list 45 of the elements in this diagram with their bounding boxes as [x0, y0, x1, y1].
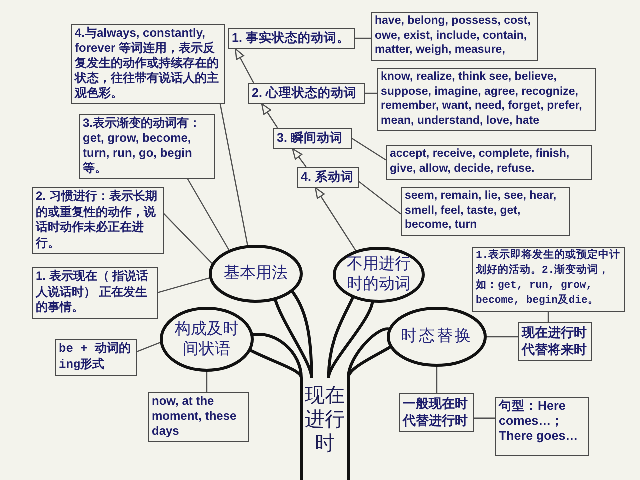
arrow	[235, 48, 254, 84]
topic-ellipse: 基本用法	[209, 245, 303, 303]
note-box: 2. 习惯进行：表示长期的或重复性的动作，说话时动作未必正在进行。	[32, 187, 164, 254]
note-box: 3.表示渐变的动词有：get, grow, become, turn, run, go, begin 等。	[79, 114, 215, 179]
note-box: accept, receive, complete, finish, give, allow, decide, refuse.	[386, 145, 592, 180]
connector-line	[164, 213, 214, 266]
connector-line	[365, 92, 377, 94]
topic-ellipse: 时态替换	[387, 307, 487, 367]
connector-line	[548, 312, 550, 322]
arrow	[261, 103, 278, 128]
connector-line	[474, 418, 495, 419]
arrow	[315, 187, 358, 252]
note-box: 句型：Here comes…；There goes…	[495, 397, 589, 456]
connector-line	[358, 181, 402, 215]
note-box: have, belong, possess, cost, owe, exist, include, contain, matter, weigh, measure,	[371, 12, 538, 60]
note-box: now, at the moment, these days	[148, 392, 249, 442]
note-box: be + 动词的ing形式	[55, 339, 137, 376]
topic-ellipse: 不用进行时的动词	[333, 247, 425, 303]
note-box: 1. 表示现在（ 指说话人说话时） 正在发生的事情。	[32, 267, 158, 318]
tree-branch	[248, 333, 303, 380]
connector-line	[352, 138, 386, 161]
note-box: 现在进行时代替将来时	[518, 322, 592, 361]
note-box: 1.表示即将发生的或预定中计划好的活动。2.渐变动词，如：get, run, grow, become, begin及die。	[472, 247, 625, 312]
connector-line	[486, 336, 518, 338]
note-box: 1. 事实状态的动词。	[228, 28, 355, 49]
arrow	[292, 148, 307, 168]
connector-line	[187, 178, 230, 252]
note-box: 4. 系动词	[297, 167, 359, 188]
topic-ellipse: 构成及时间状语	[160, 307, 254, 372]
note-box: 一般现在时代替进行时	[399, 393, 474, 432]
connector-line	[220, 104, 249, 248]
note-box: seem, remain, lie, see, hear, smell, feel, taste, get, become, turn	[401, 187, 570, 236]
tree-trunk: 现在进行时	[300, 378, 350, 480]
tree-branch	[327, 295, 374, 380]
connector-line	[436, 366, 438, 393]
note-box: 3. 瞬间动词	[273, 128, 352, 149]
tree-branch	[274, 289, 314, 380]
tree-branch	[347, 328, 393, 380]
connector-line	[158, 277, 212, 294]
note-box: 4.与always, constantly, forever 等词连用，表示反复发生的动作或持续存在的状态，往往带有说话人的主观色彩。	[71, 24, 225, 104]
connector-line	[136, 342, 162, 352]
connector-line	[355, 38, 371, 40]
note-box: know, realize, think see, believe, suppose, imagine, agree, recognize, remember, want, need, forget, prefer, mean, understand, love, hate	[377, 68, 596, 131]
connector-line	[206, 370, 208, 392]
note-box: 2. 心理状态的动词	[248, 83, 365, 104]
